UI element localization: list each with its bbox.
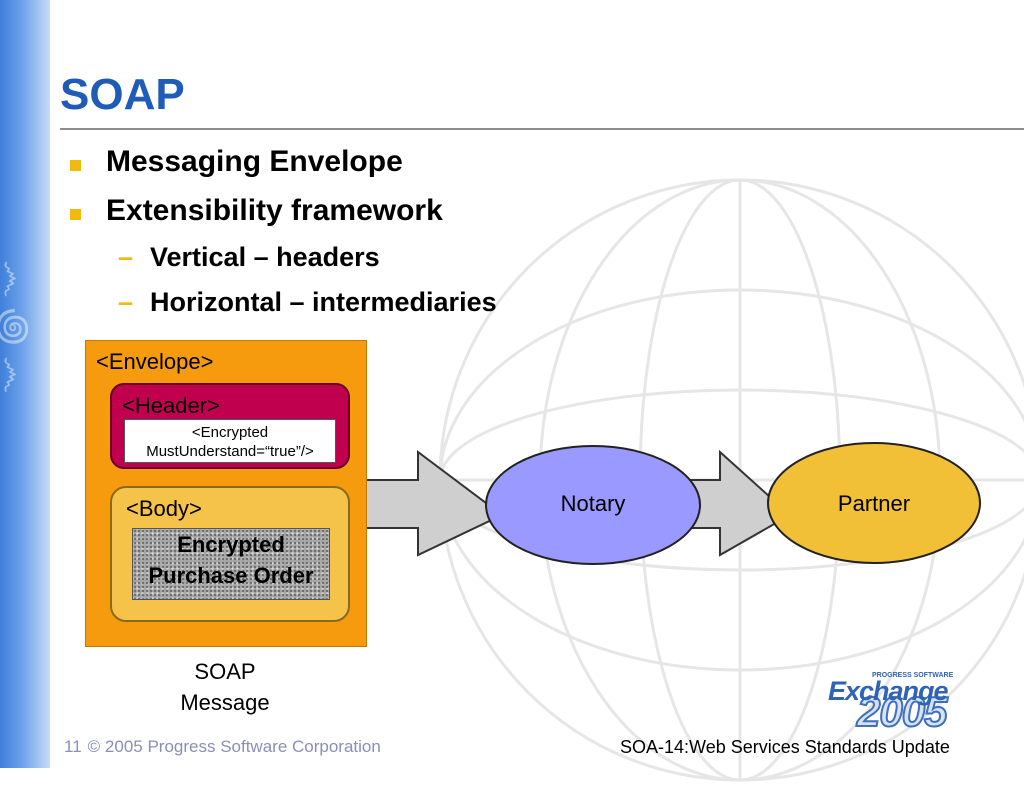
caption-line: SOAP xyxy=(194,659,256,684)
logo-small-text: PROGRESS SOFTWARE xyxy=(872,672,954,679)
header-note-line: MustUnderstand=“true”/> xyxy=(146,443,314,460)
slide-title: SOAP xyxy=(60,70,185,119)
soap-message-caption: SOAP Message xyxy=(150,656,300,718)
caption-line: Message xyxy=(180,690,270,715)
notary-node xyxy=(485,445,701,565)
session-title: SOA-14:Web Services Standards Update xyxy=(620,737,950,757)
envelope-label: <Envelope> xyxy=(96,349,214,374)
page-number: 11 xyxy=(64,737,82,756)
notary-label: Notary xyxy=(560,491,626,516)
encrypted-payload: Encrypted Purchase Order xyxy=(132,528,330,600)
soap-envelope-box: <Envelope> <Header> <Encrypted MustUnder… xyxy=(85,340,367,647)
footer-left: 11 © 2005 Progress Software Corporation xyxy=(64,737,387,757)
copyright: © 2005 Progress Software Corporation xyxy=(87,737,381,756)
message-flow-diagram xyxy=(365,442,981,565)
dash-bullet-icon: – xyxy=(118,242,134,272)
logo-word: Exchange xyxy=(828,676,949,706)
left-decorative-strip: ෴ ꩜ ෴ xyxy=(0,0,50,768)
header-note-line: <Encrypted xyxy=(191,424,269,441)
square-bullet-icon xyxy=(70,209,81,220)
sub-bullet-vertical-headers: Vertical – headers xyxy=(150,242,380,272)
dash-bullet-icon: – xyxy=(118,287,134,317)
payload-line: Encrypted xyxy=(177,532,285,557)
title-divider xyxy=(60,128,1024,130)
soap-header-box: <Header> <Encrypted MustUnderstand=“true… xyxy=(110,383,350,469)
partner-node xyxy=(767,442,981,564)
arrow-right-icon xyxy=(365,450,504,557)
bullet-messaging-envelope: Messaging Envelope xyxy=(106,145,403,178)
square-bullet-icon xyxy=(70,160,81,171)
header-encrypted-note: <Encrypted MustUnderstand=“true”/> xyxy=(124,419,336,463)
header-label: <Header> xyxy=(122,393,220,418)
logo-year: 2005 xyxy=(856,687,948,736)
soap-body-box: <Body> Encrypted Purchase Order xyxy=(110,486,350,622)
sub-bullet-horizontal-intermediaries: Horizontal – intermediaries xyxy=(150,287,497,317)
partner-label: Partner xyxy=(837,491,911,516)
payload-line: Purchase Order xyxy=(148,563,314,588)
body-label: <Body> xyxy=(126,496,202,521)
bullet-extensibility-framework: Extensibility framework xyxy=(106,194,443,227)
